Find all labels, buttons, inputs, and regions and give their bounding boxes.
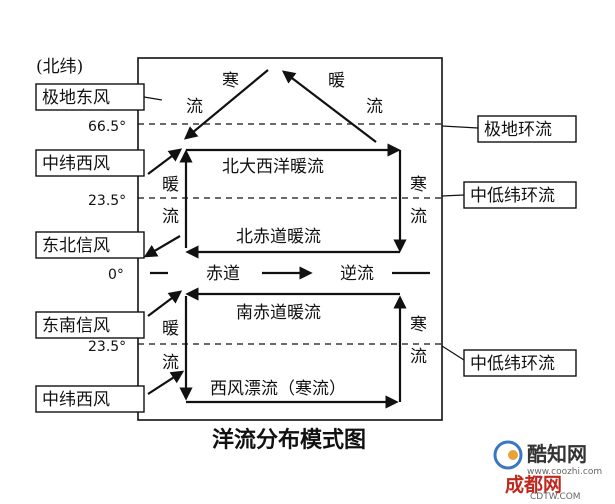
current-arrow-warm-polar <box>281 70 377 143</box>
wind-box-mid-west-upper <box>35 149 145 177</box>
wind-arrow-ne-trade <box>143 235 181 258</box>
current-label-equator-1: 赤道 <box>206 264 240 284</box>
current-label-warm-lower-2: 流 <box>162 353 179 373</box>
current-label-cold-1: 寒 <box>222 71 239 91</box>
current-label-warm-upper-1: 暖 <box>162 175 179 195</box>
circulation-label-polar: 极地环流 <box>484 120 552 140</box>
watermark-cdtw: 成都网 CDTW.COM <box>505 473 581 502</box>
current-label-cold-lower-1: 寒 <box>410 315 427 335</box>
wind-box-ne-trade <box>35 231 145 259</box>
current-label-north-atlantic: 北大西洋暖流 <box>222 157 324 177</box>
wind-box-se-trade <box>35 311 145 339</box>
current-label-south-equatorial: 南赤道暖流 <box>236 303 321 323</box>
circulation-box-low-mid-lower <box>463 349 577 377</box>
watermark-brand-coozhi: 酷知网 <box>527 442 587 466</box>
circulation-pointer-polar <box>441 125 479 129</box>
wind-pointer-polar-east <box>143 96 163 101</box>
circulation-box-polar <box>477 115 577 143</box>
hemisphere-label: (北纬) <box>36 57 83 77</box>
watermark-brand-cdtw: 成都网 <box>505 473 562 496</box>
wind-label-polar-east: 极地东风 <box>42 88 110 108</box>
wind-label-mid-west-lower: 中纬西风 <box>42 390 110 410</box>
wind-label-ne-trade: 东北信风 <box>42 236 110 256</box>
watermark-url-coozhi: www.coozhi.com <box>527 467 602 477</box>
wind-box-mid-west-lower <box>35 385 145 413</box>
wind-label-se-trade: 东南信风 <box>42 316 110 336</box>
current-label-west-wind-drift: 西风漂流（寒流） <box>210 379 346 399</box>
latitude-label-23-5-n: 23.5° <box>88 193 126 209</box>
current-label-warm-upper-2: 流 <box>162 207 179 227</box>
current-arrow-cold-polar <box>183 69 269 140</box>
diagram-title: 洋流分布模式图 <box>212 427 366 453</box>
coozhi-logo-icon <box>493 440 523 470</box>
circulation-label-low-mid-lower: 中低纬环流 <box>470 354 555 374</box>
latitude-label-66-5: 66.5° <box>88 119 126 135</box>
circulation-label-low-mid-upper: 中低纬环流 <box>470 186 555 206</box>
coozhi-logo-dot-icon <box>508 450 518 460</box>
current-label-cold-lower-2: 流 <box>410 347 427 367</box>
wind-arrow-se-trade <box>147 290 183 317</box>
watermark-coozhi: 酷知网 www.coozhi.com <box>493 440 602 477</box>
latitude-label-0: 0° <box>108 267 124 283</box>
circulation-pointer-low-mid-upper <box>441 194 465 197</box>
current-label-warm-1: 暖 <box>328 71 345 91</box>
current-label-cold-2: 流 <box>186 97 203 117</box>
current-label-warm-2: 流 <box>366 97 383 117</box>
current-label-warm-lower-1: 暖 <box>162 319 179 339</box>
current-label-cold-upper-2: 流 <box>410 207 427 227</box>
circulation-box-low-mid-upper <box>463 181 577 209</box>
current-label-equator-2: 逆流 <box>340 264 374 284</box>
current-label-north-equatorial: 北赤道暖流 <box>236 227 321 247</box>
circulation-pointer-low-mid-lower <box>441 345 465 361</box>
wind-label-mid-west-upper: 中纬西风 <box>42 154 110 174</box>
current-label-cold-upper-1: 寒 <box>410 175 427 195</box>
wind-box-polar-east <box>35 83 145 111</box>
latitude-label-23-5-s: 23.5° <box>88 339 126 355</box>
watermark-url-cdtw: CDTW.COM <box>530 492 581 500</box>
wind-arrow-mid-west-upper <box>147 148 183 175</box>
wind-arrow-mid-west-lower <box>147 370 185 395</box>
